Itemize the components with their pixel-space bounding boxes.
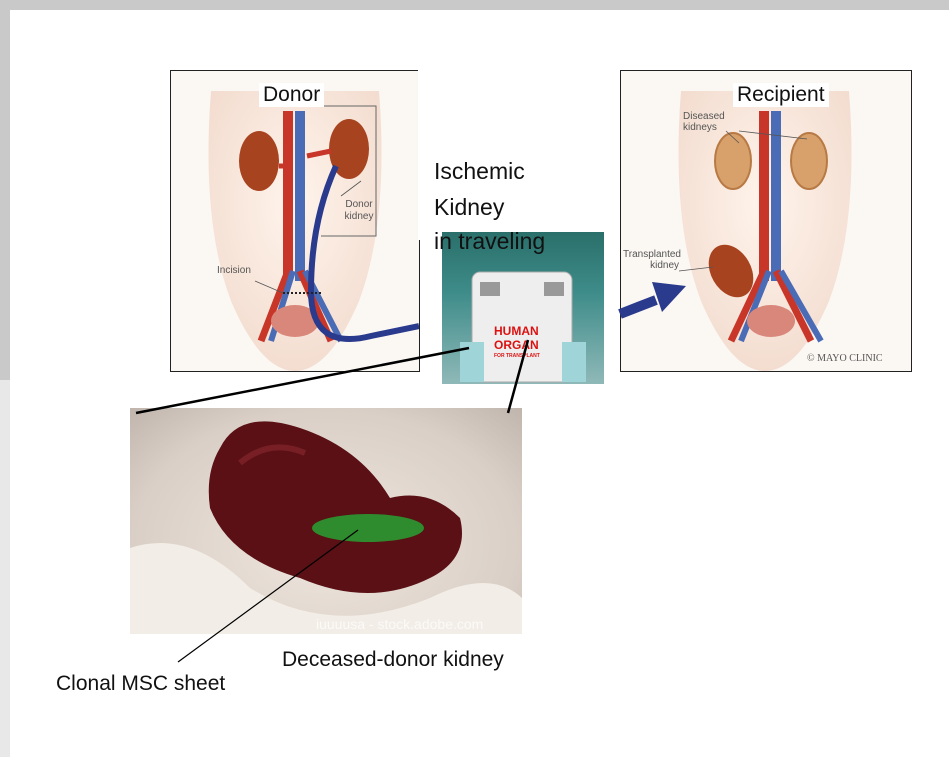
photo-connector-right [508, 340, 528, 413]
slide: Donor Donor kidney Incision [10, 10, 949, 757]
transfer-arrow-shaft [620, 300, 656, 314]
msc-sheet-pointer [178, 530, 358, 662]
slide-left-edge [0, 380, 10, 757]
connector-overlay [10, 10, 949, 757]
transfer-arrow-head [652, 282, 686, 312]
photo-connector-left [136, 348, 469, 413]
